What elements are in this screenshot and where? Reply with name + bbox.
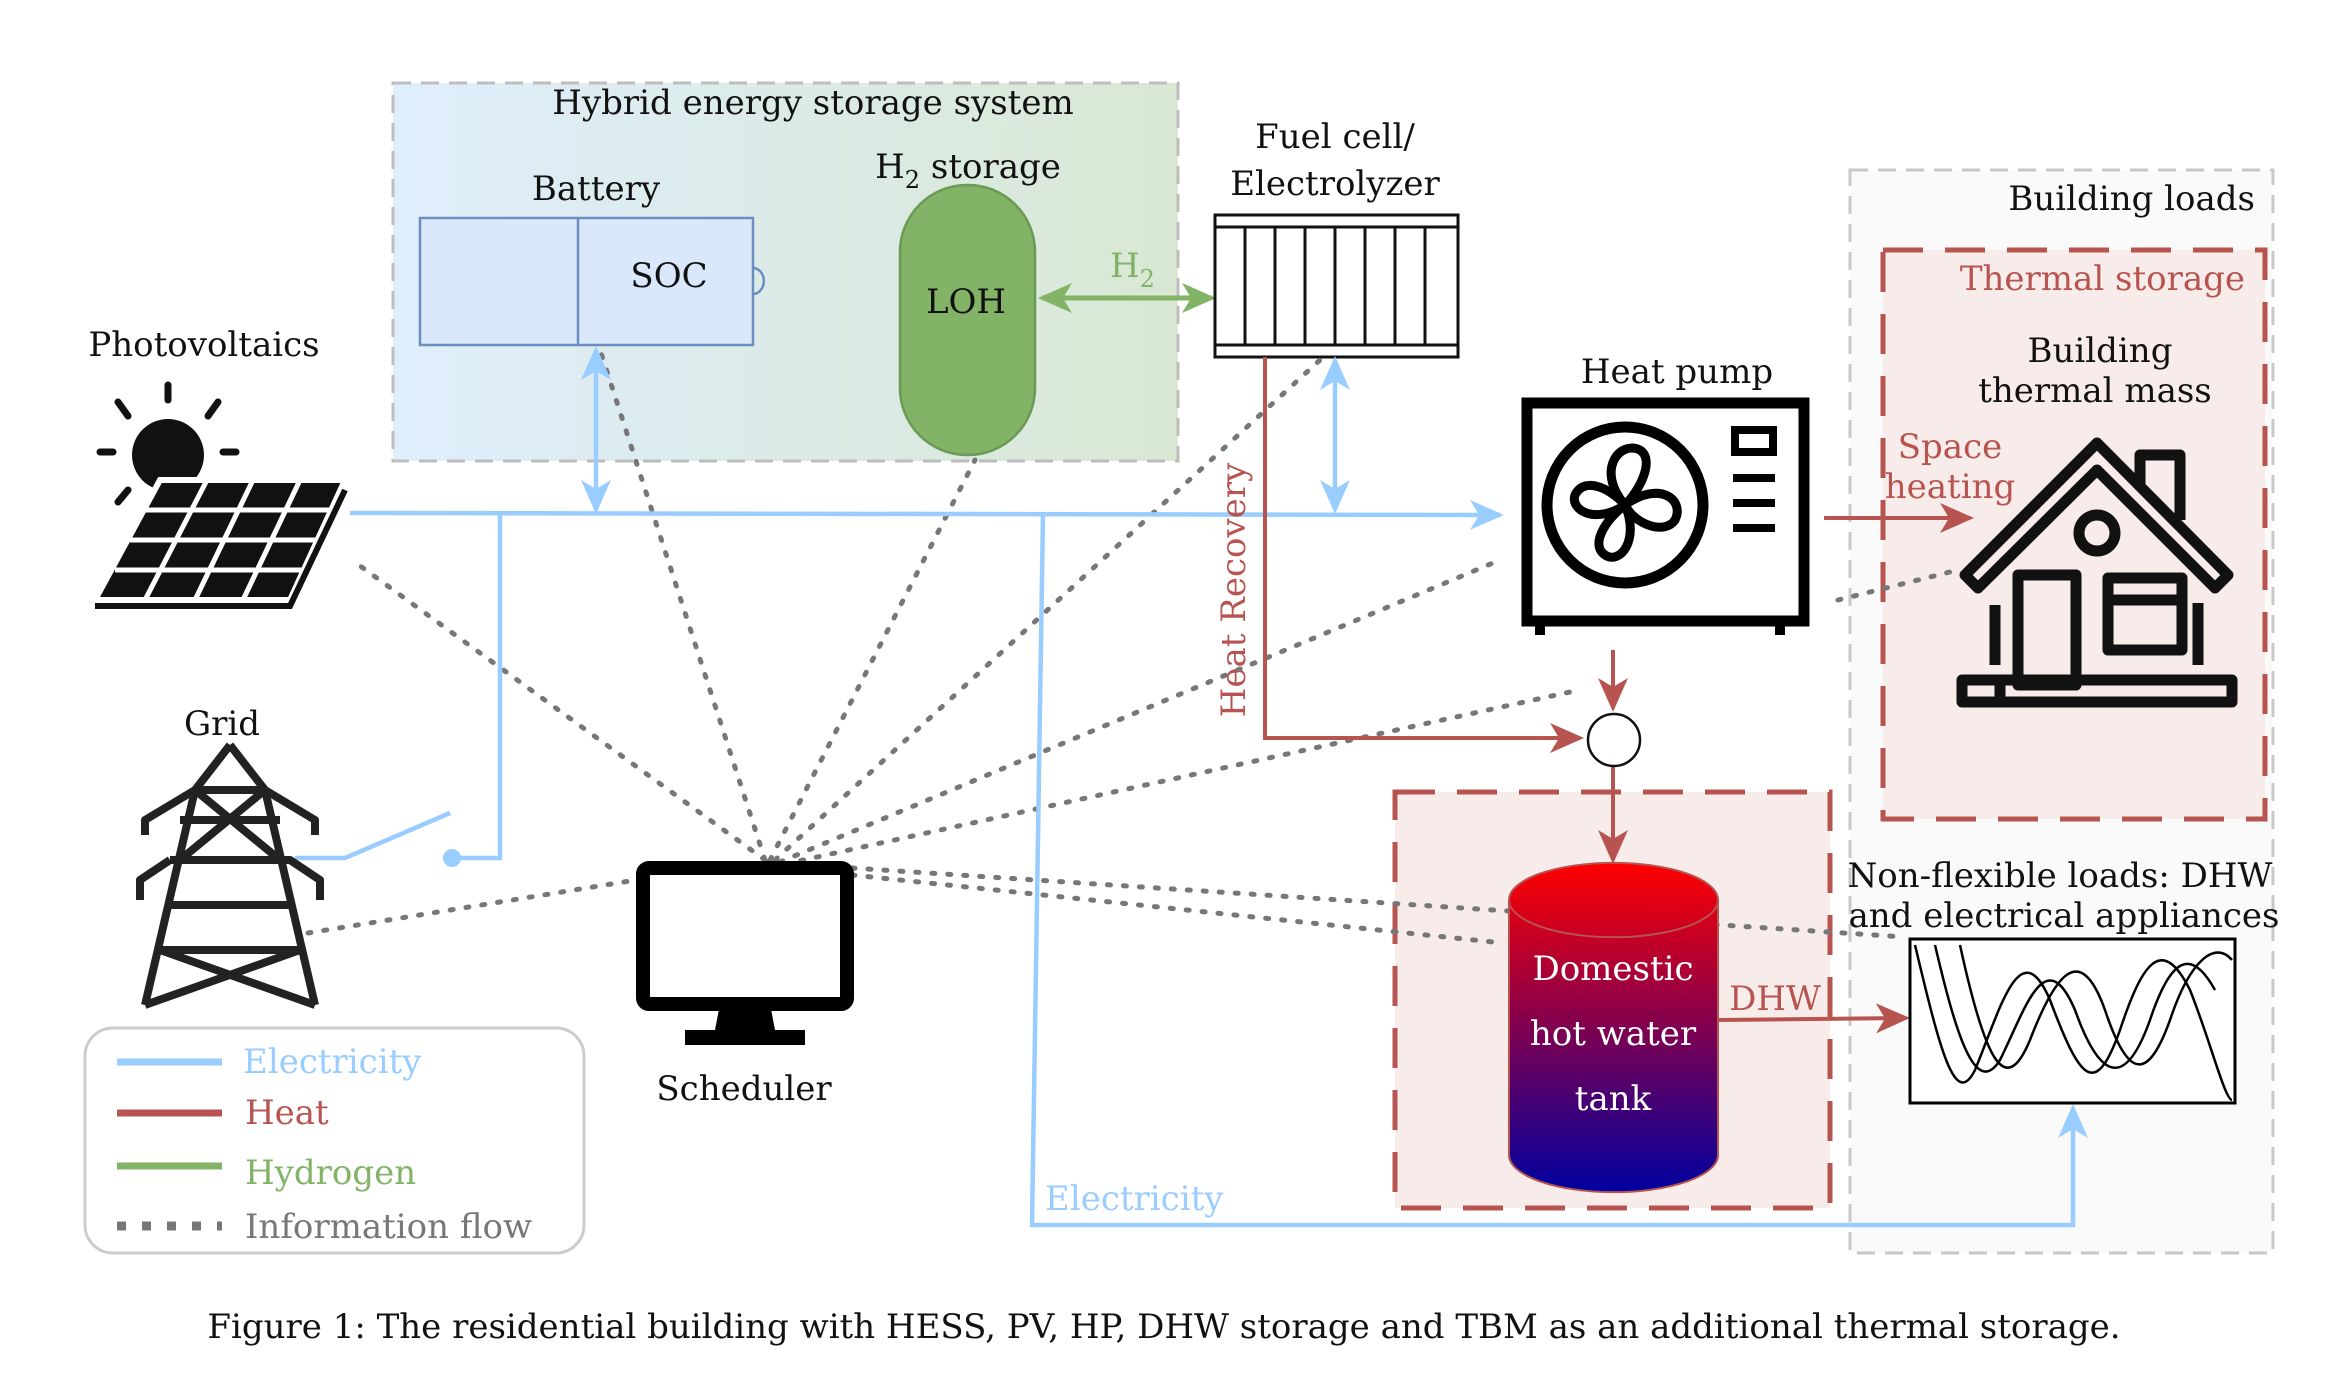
hess-group: Hybrid energy storage system Battery SOC… bbox=[391, 81, 1180, 463]
load-profile-icon bbox=[1908, 937, 2237, 1105]
legend: Electricity Heat Hydrogen Information fl… bbox=[83, 1026, 586, 1255]
legend-label-heat: Heat bbox=[245, 1093, 329, 1133]
fuel-cell-icon bbox=[1213, 213, 1460, 359]
h2-tank-icon bbox=[898, 183, 1037, 457]
grid-switch-icon bbox=[295, 810, 451, 861]
tank-label-3: tank bbox=[1575, 1079, 1652, 1119]
dhw-flow-label: DHW bbox=[1729, 979, 1821, 1019]
grid-connection-line bbox=[455, 513, 503, 861]
info-line-h2 bbox=[767, 457, 978, 863]
nonflex-electricity-line bbox=[1029, 512, 2088, 1228]
info-line-nonflex bbox=[849, 865, 1908, 940]
battery-label: Battery bbox=[532, 169, 661, 209]
heat-recovery-label: Heat Recovery bbox=[1214, 462, 1254, 717]
power-tower-icon bbox=[136, 742, 324, 1009]
info-line-grid bbox=[305, 877, 639, 936]
legend-label-information: Information flow bbox=[245, 1207, 532, 1247]
info-line-building bbox=[1835, 567, 1961, 603]
space-heating-label-1: Space bbox=[1898, 427, 2003, 467]
info-line-battery bbox=[597, 347, 768, 863]
information-flow-lines bbox=[305, 347, 1961, 945]
heat-recovery-line bbox=[1263, 357, 1584, 753]
tbm-label-2: thermal mass bbox=[1978, 371, 2212, 411]
grid-switch-contact bbox=[443, 849, 461, 867]
monitor-icon bbox=[636, 861, 854, 1045]
scheduler-label: Scheduler bbox=[656, 1069, 832, 1109]
tbm-label-1: Building bbox=[2028, 331, 2173, 371]
legend-label-electricity: Electricity bbox=[243, 1042, 422, 1082]
figure-caption: Figure 1: The residential building with … bbox=[207, 1307, 2120, 1347]
photovoltaics-label: Photovoltaics bbox=[88, 325, 319, 365]
soc-label: SOC bbox=[630, 256, 707, 296]
space-heating-label-2: heating bbox=[1885, 467, 2016, 507]
tank-label-2: hot water bbox=[1530, 1014, 1697, 1054]
battery-icon bbox=[418, 216, 766, 347]
info-line-heat-pump bbox=[777, 557, 1503, 865]
electricity-bus bbox=[349, 499, 1504, 530]
building-loads-title: Building loads bbox=[2008, 179, 2255, 219]
electricity-lines bbox=[295, 346, 2088, 1228]
tank-label-1: Domestic bbox=[1532, 949, 1693, 989]
h2-flow-label: H2 bbox=[1110, 246, 1155, 293]
h2-storage-label: H2 storage bbox=[875, 147, 1061, 194]
nonflex-label-1: Non-flexible loads: DHW bbox=[1848, 856, 2273, 896]
hess-title: Hybrid energy storage system bbox=[552, 83, 1073, 123]
heat-mixer-node bbox=[1586, 712, 1642, 768]
heat-lines bbox=[1263, 357, 1974, 1034]
electricity-flow-label: Electricity bbox=[1045, 1179, 1224, 1219]
nonflex-label-2: and electrical appliances bbox=[1848, 896, 2279, 936]
grid-label: Grid bbox=[184, 704, 260, 744]
fuel-cell-label-2: Electrolyzer bbox=[1230, 164, 1440, 204]
house-icon bbox=[1956, 437, 2238, 708]
heat-pump-label: Heat pump bbox=[1581, 352, 1773, 392]
info-line-tank bbox=[849, 872, 1496, 945]
solar-panel-icon bbox=[89, 381, 350, 609]
hot-water-tank-icon bbox=[1508, 861, 1719, 1194]
info-line-mixer bbox=[782, 689, 1573, 867]
legend-label-hydrogen: Hydrogen bbox=[245, 1153, 416, 1193]
legend-box bbox=[83, 1026, 586, 1255]
thermal-storage-title: Thermal storage bbox=[1960, 259, 2245, 299]
dhw-flow-arrow bbox=[1717, 1003, 1910, 1034]
info-line-fuel-cell bbox=[772, 357, 1323, 863]
info-line-pv bbox=[349, 557, 768, 863]
loh-label: LOH bbox=[926, 282, 1006, 322]
heat-pump-icon bbox=[1521, 397, 1810, 635]
fuel-cell-label-1: Fuel cell/ bbox=[1255, 117, 1415, 157]
